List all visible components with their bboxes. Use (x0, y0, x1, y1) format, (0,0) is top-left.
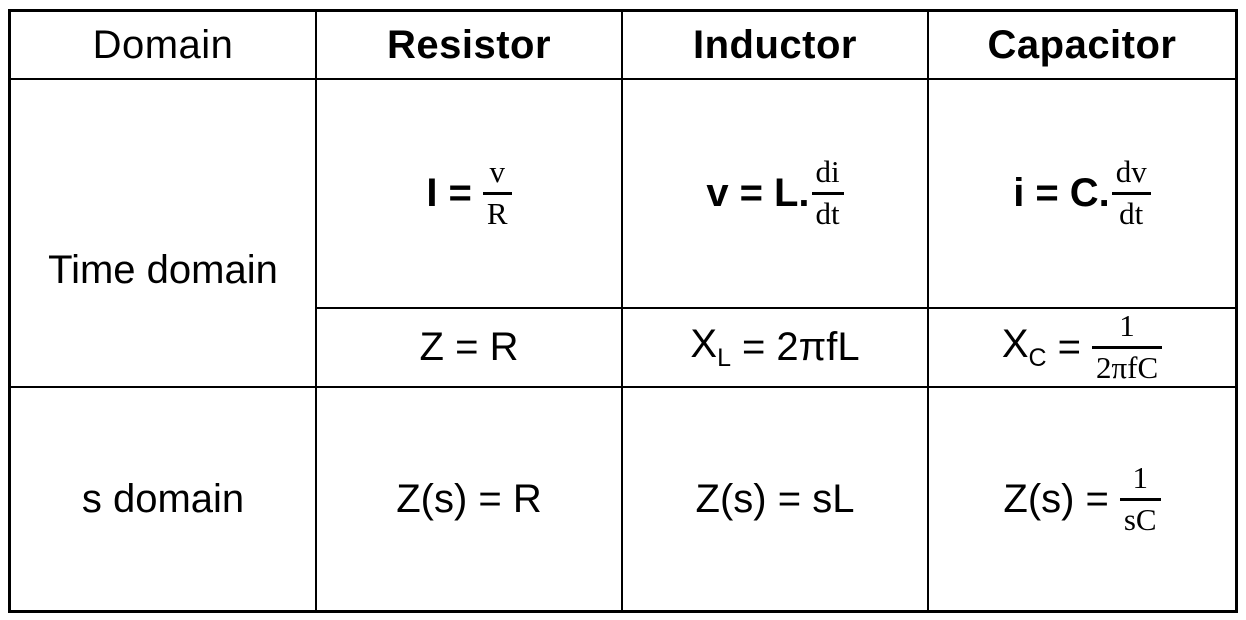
header-inductor-label: Inductor (693, 22, 857, 67)
formula-text: Z(s) = R (396, 476, 542, 521)
symbol-base: X (1001, 322, 1029, 366)
s-domain-label-cell: s domain (11, 388, 317, 610)
formula-capacitor-time: i = C. dv dt (1013, 156, 1151, 230)
formula-text: Z = R (419, 325, 519, 369)
formula-resistor-impedance: Z = R (420, 325, 519, 370)
inductor-s-cell: Z(s) = sL (623, 388, 929, 610)
fraction-di-over-dt: di dt (811, 154, 844, 231)
capacitor-impedance-cell: XC = 1 2πfC (929, 309, 1235, 388)
equals-sign: = (1057, 325, 1081, 369)
fraction-bar (1111, 192, 1151, 195)
formula-text: Z(s) = sL (695, 476, 855, 521)
inductor-time-cell: v = L. di dt (623, 80, 929, 309)
coefficient: C. (1069, 171, 1110, 215)
formula-resistor-s: Z(s) = R (396, 477, 542, 522)
fraction-denominator: dt (815, 196, 840, 231)
resistor-s-cell: Z(s) = R (317, 388, 623, 610)
fraction-bar (1091, 346, 1163, 349)
fraction-dv-over-dt: dv dt (1111, 154, 1151, 231)
impedance-table: Domain Resistor Inductor Capacitor Time … (8, 9, 1238, 613)
fraction-bar (1119, 497, 1161, 501)
formula-lhs: v (706, 171, 729, 215)
equals-sign: = (1035, 171, 1059, 215)
fraction-numerator: di (815, 154, 840, 190)
fraction-v-over-R: v R (482, 154, 512, 231)
fraction-denominator: 2πfC (1095, 350, 1159, 385)
symbol-subscript: L (717, 344, 732, 372)
time-domain-label-cell: Time domain (11, 80, 317, 388)
fraction-denominator: R (486, 196, 508, 231)
reactance-symbol: XL (690, 322, 731, 373)
fraction-numerator: v (489, 154, 505, 190)
equals-sign: = (1085, 476, 1109, 521)
fraction-bar (811, 192, 844, 195)
fraction-1-over-sC: 1 sC (1119, 459, 1161, 537)
fraction-numerator: 1 (1132, 459, 1148, 495)
formula-capacitor-s: Z(s) = 1 sC (1003, 459, 1161, 537)
formula-capacitor-impedance: XC = 1 2πfC (1002, 309, 1163, 385)
header-domain-label: Domain (92, 22, 234, 67)
header-resistor-cell: Resistor (317, 12, 623, 80)
capacitor-time-cell: i = C. dv dt (929, 80, 1235, 309)
resistor-time-cell: I = v R (317, 80, 623, 309)
formula-rhs: 2πfL (776, 325, 860, 369)
fraction-numerator: 1 (1119, 309, 1135, 344)
header-resistor-label: Resistor (386, 22, 552, 67)
formula-resistor-time: I = v R (426, 154, 512, 231)
fraction-bar (482, 192, 512, 195)
coefficient: L. (773, 171, 810, 215)
formula-rhs-group: C. dv dt (1070, 156, 1151, 230)
symbol-base: X (690, 322, 718, 366)
inductor-impedance-cell: XL = 2πfL (623, 309, 929, 388)
formula-inductor-impedance: XL = 2πfL (690, 322, 859, 373)
formula-lhs: i (1013, 171, 1025, 215)
formula-lhs: I (426, 171, 438, 215)
fraction-denominator: sC (1123, 501, 1157, 537)
formula-inductor-s: Z(s) = sL (696, 477, 855, 522)
s-domain-label: s domain (81, 476, 245, 521)
fraction-numerator: dv (1115, 154, 1147, 190)
equals-sign: = (448, 171, 472, 215)
header-capacitor-label: Capacitor (987, 22, 1177, 67)
formula-lhs: Z(s) (1003, 476, 1075, 521)
reactance-symbol: XC (1002, 322, 1047, 373)
fraction-1-over-2pifC: 1 2πfC (1091, 309, 1163, 385)
header-inductor-cell: Inductor (623, 12, 929, 80)
formula-rhs-group: L. di dt (774, 156, 844, 230)
fraction-denominator: dt (1119, 196, 1144, 231)
resistor-impedance-cell: Z = R (317, 309, 623, 388)
header-capacitor-cell: Capacitor (929, 12, 1235, 80)
capacitor-s-cell: Z(s) = 1 sC (929, 388, 1235, 610)
time-domain-label: Time domain (48, 248, 278, 292)
equals-sign: = (742, 325, 766, 369)
formula-inductor-time: v = L. di dt (706, 156, 844, 230)
header-domain-cell: Domain (11, 12, 317, 80)
equals-sign: = (739, 171, 763, 215)
symbol-subscript: C (1028, 344, 1047, 372)
